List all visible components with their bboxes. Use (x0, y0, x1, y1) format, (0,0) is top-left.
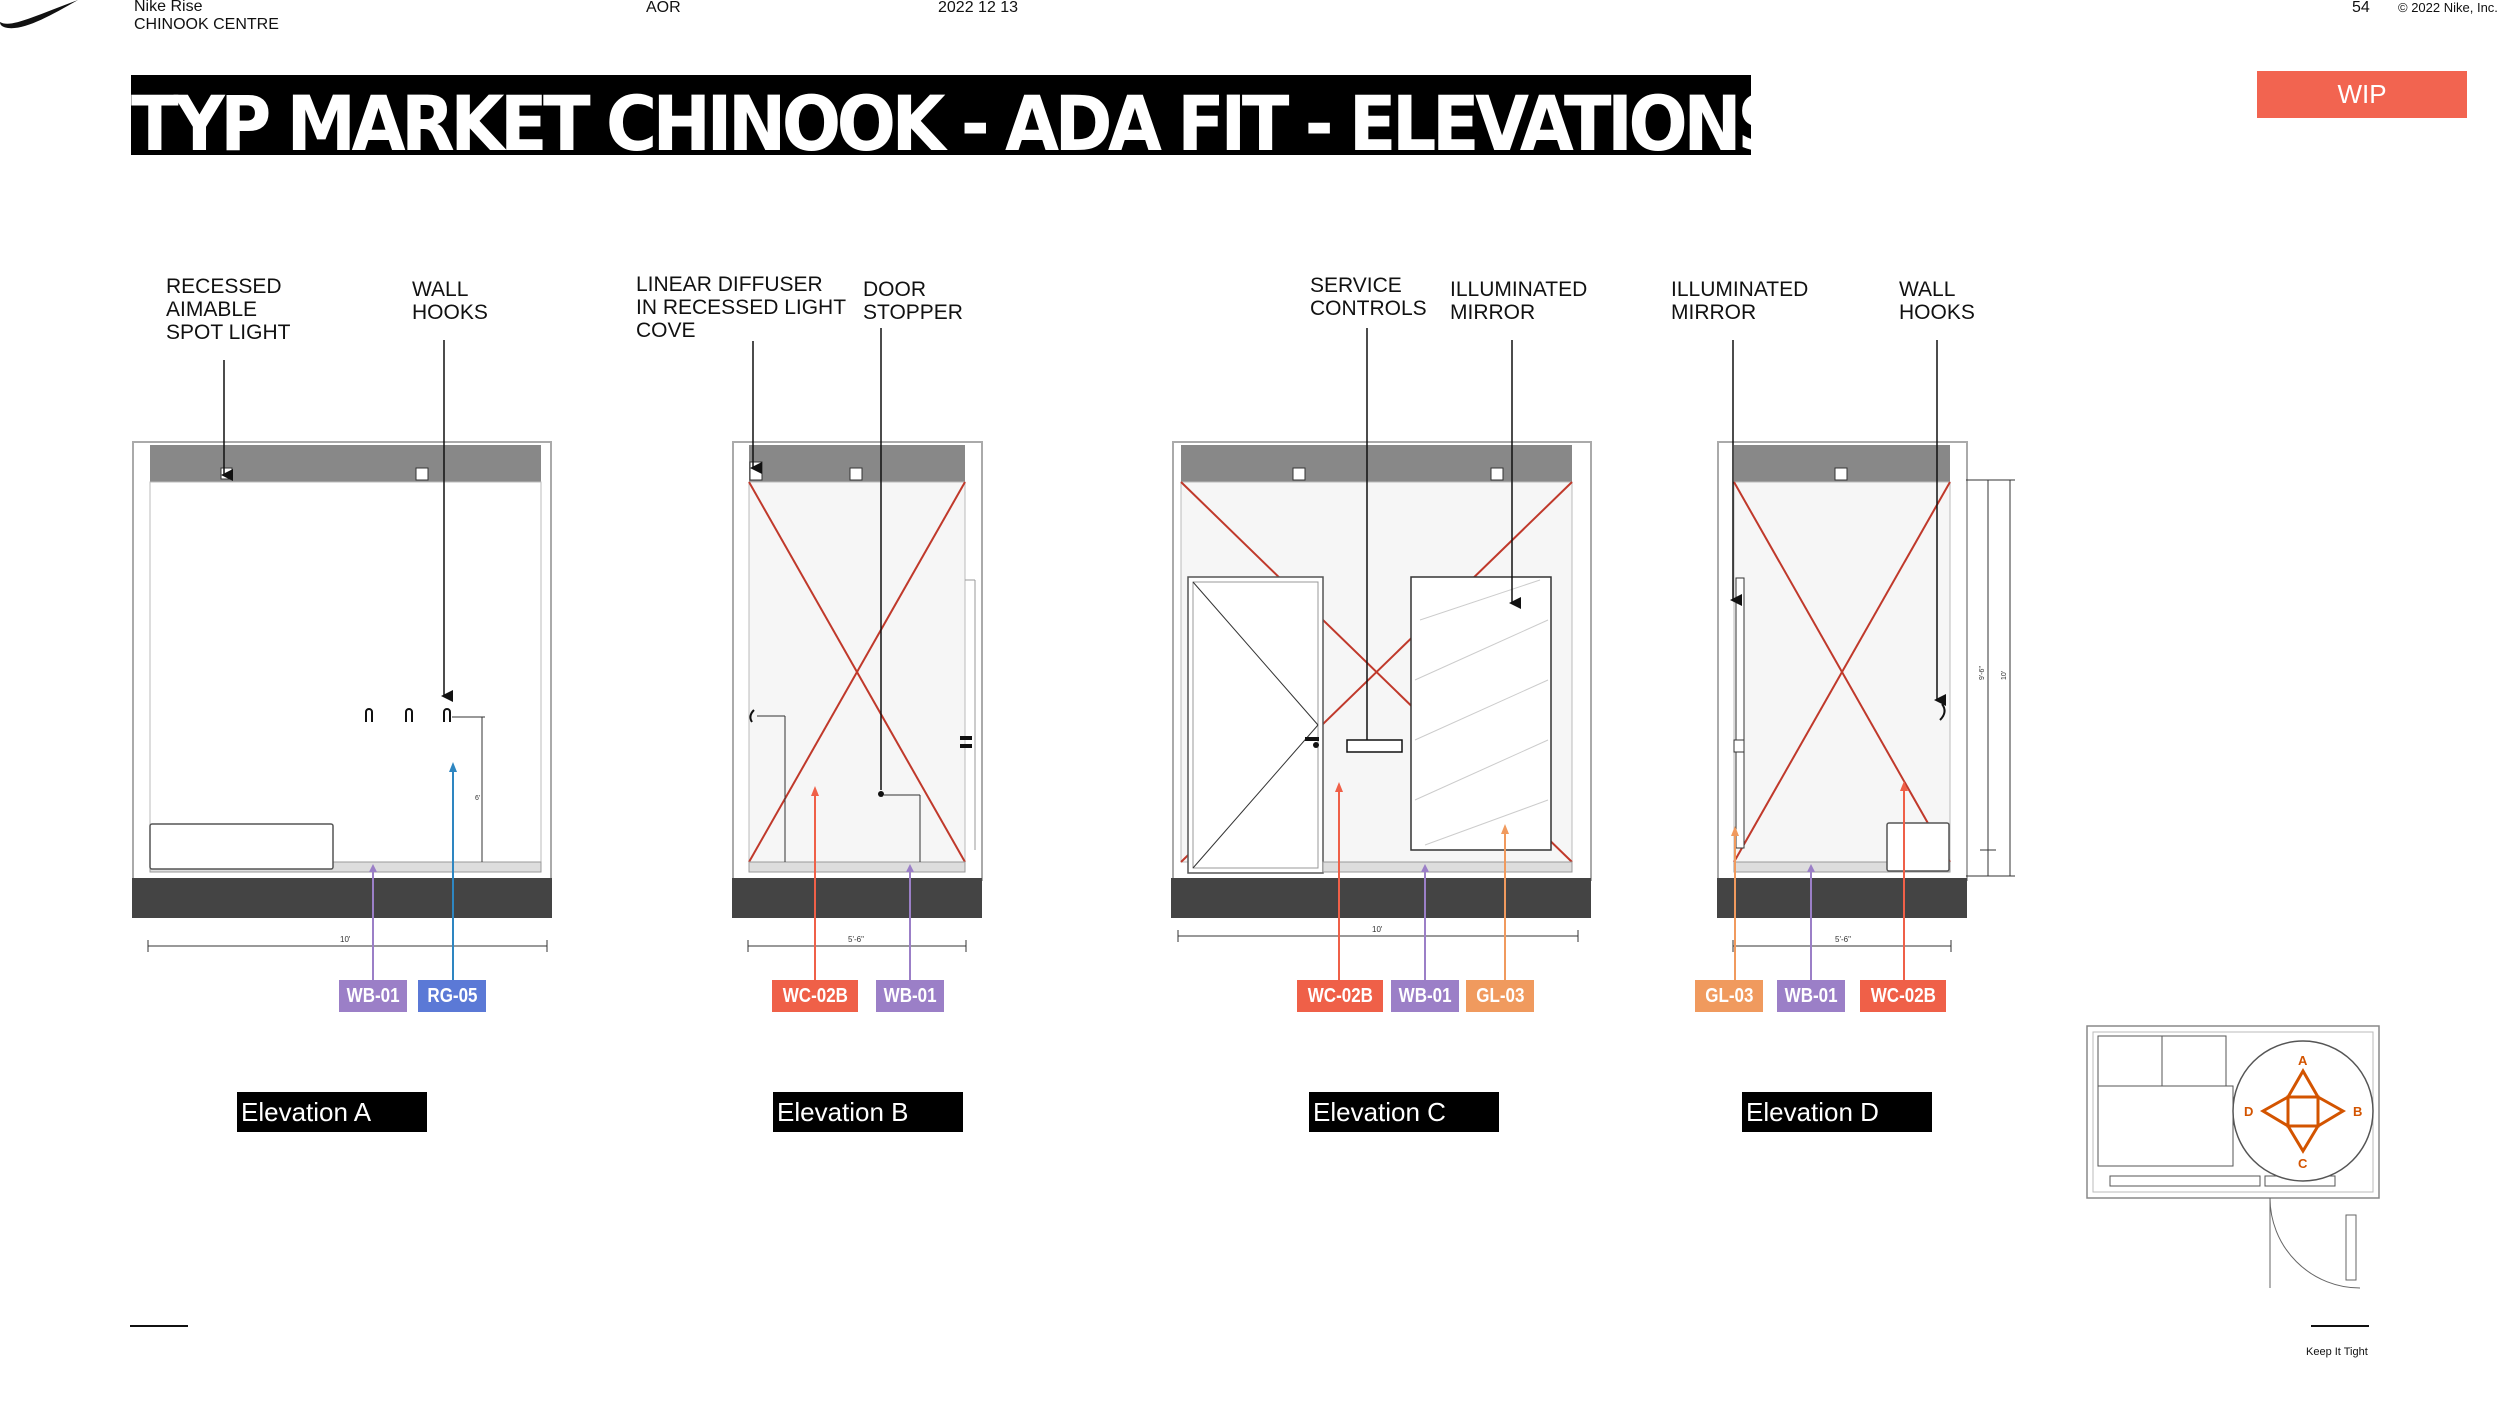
status-badge: WIP (2257, 71, 2467, 118)
tag-a-wb-01: WB-01 (339, 980, 407, 1012)
callout-d-illuminated-mirror: ILLUMINATED MIRROR (1671, 278, 1809, 324)
elevation-c-drawing: 10' (1171, 328, 1592, 980)
callout-c-service-controls: SERVICE CONTROLS (1310, 274, 1427, 320)
tag-b-wb-01: WB-01 (876, 980, 944, 1012)
elevation-b-drawing: 5'-6" (732, 328, 983, 980)
compass-label-d: D (2244, 1104, 2253, 1119)
callout-a-wall-hooks: WALL HOOKS (412, 278, 488, 324)
elevation-d-label: Elevation D (1742, 1092, 1932, 1132)
tag-a-rg-05: RG-05 (418, 980, 486, 1012)
svg-text:10': 10' (340, 935, 351, 944)
tag-c-wb-01: WB-01 (1391, 980, 1459, 1012)
title-bar: TYP MARKET CHINOOK - ADA FIT - ELEVATION… (131, 75, 1751, 155)
date-label: 2022 12 13 (938, 0, 1019, 16)
elevation-d-drawing: 9'-6" 10' 5'-6" (1717, 340, 2015, 980)
elevation-b-label: Elevation B (773, 1092, 963, 1132)
callout-a-spot-light: RECESSED AIMABLE SPOT LIGHT (166, 275, 291, 344)
aor-label: AOR (646, 0, 681, 16)
svg-text:6': 6' (475, 795, 480, 802)
project-location: CHINOOK CENTRE (134, 16, 279, 33)
tag-c-wc-02b: WC-02B (1297, 980, 1383, 1012)
tag-c-gl-03: GL-03 (1466, 980, 1534, 1012)
page-number: 54 (2352, 0, 2370, 16)
copyright: © 2022 Nike, Inc. (2398, 0, 2498, 15)
tag-b-wc-02b: WC-02B (772, 980, 858, 1012)
svg-text:10': 10' (2001, 671, 2008, 680)
callout-c-illuminated-mirror: ILLUMINATED MIRROR (1450, 278, 1588, 324)
elevation-a-drawing: 6' 10' (132, 340, 552, 980)
svg-text:5'-6": 5'-6" (1835, 935, 1851, 944)
svg-text:5'-6": 5'-6" (848, 935, 864, 944)
compass-label-a: A (2298, 1053, 2308, 1068)
page-title: TYP MARKET CHINOOK - ADA FIT - ELEVATION… (131, 79, 1751, 155)
tag-d-gl-03: GL-03 (1695, 980, 1763, 1012)
tag-d-wb-01: WB-01 (1777, 980, 1845, 1012)
tag-d-wc-02b: WC-02B (1860, 980, 1946, 1012)
compass-label-b: B (2353, 1104, 2362, 1119)
callout-b-linear-diffuser: LINEAR DIFFUSER IN RECESSED LIGHT COVE (636, 273, 847, 342)
compass-label-c: C (2298, 1156, 2308, 1171)
svg-text:10': 10' (1372, 925, 1383, 934)
elevation-c-label: Elevation C (1309, 1092, 1499, 1132)
footer-rule-left (130, 1325, 188, 1327)
elevation-a-label: Elevation A (237, 1092, 427, 1132)
key-plan-drawing: A B C D (2086, 1025, 2380, 1289)
callout-d-wall-hooks: WALL HOOKS (1899, 278, 1975, 324)
nike-swoosh-logo (0, 0, 78, 29)
callout-b-door-stopper: DOOR STOPPER (863, 278, 963, 324)
footer-tagline: Keep It Tight (2306, 1346, 2368, 1358)
project-name: Nike Rise (134, 0, 203, 15)
svg-text:9'-6": 9'-6" (1979, 666, 1986, 680)
footer-rule-right (2311, 1325, 2369, 1327)
